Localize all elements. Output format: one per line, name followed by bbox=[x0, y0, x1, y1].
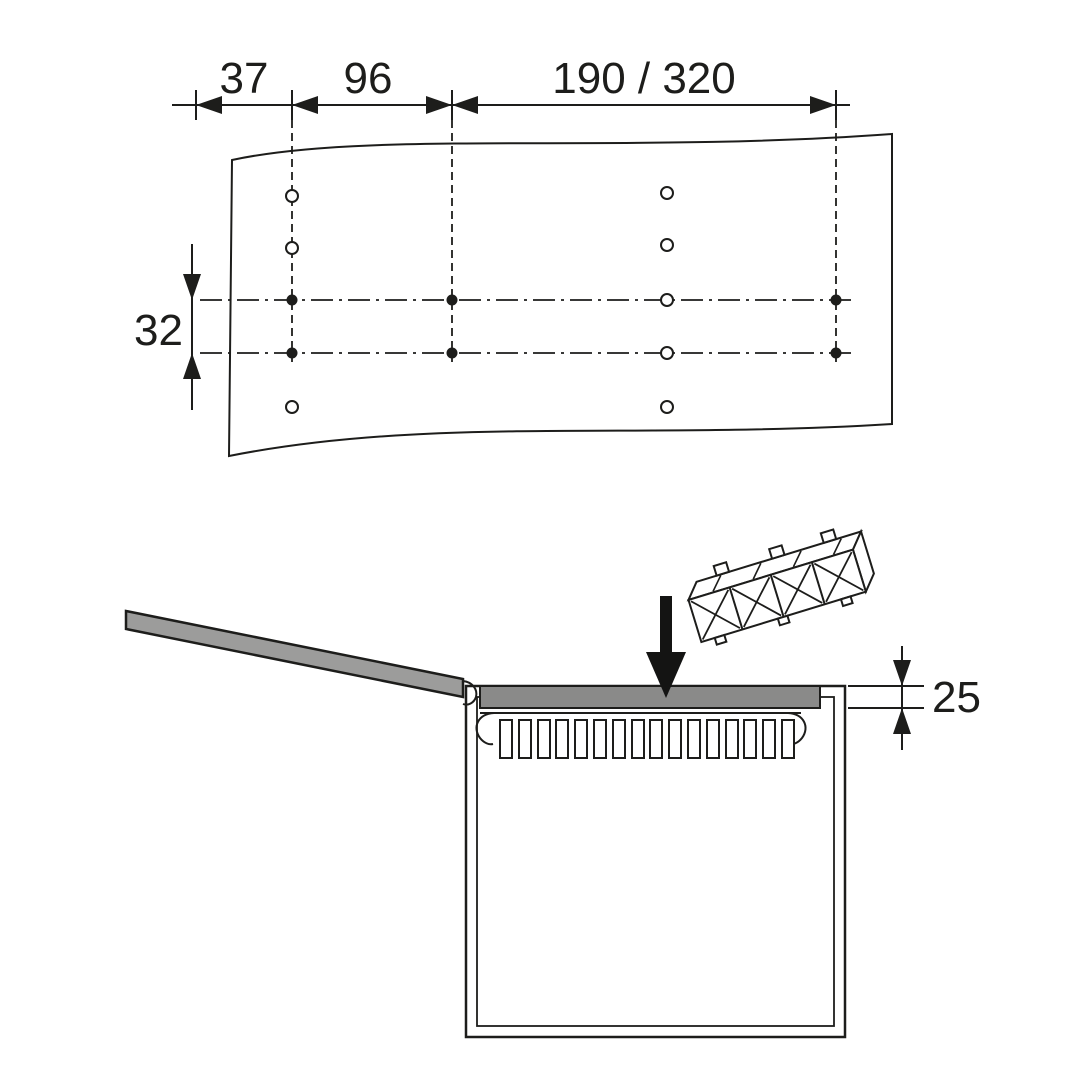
grid-end-hook-left bbox=[475, 712, 495, 746]
hole-marked bbox=[286, 294, 298, 306]
grid-tooth bbox=[725, 719, 739, 759]
grid-tooth bbox=[706, 719, 720, 759]
hole-open bbox=[660, 238, 674, 252]
grid-tooth bbox=[649, 719, 663, 759]
hole-marked bbox=[830, 294, 842, 306]
grid-tooth bbox=[762, 719, 776, 759]
grid-tooth bbox=[612, 719, 626, 759]
dim-label-edge-offset: 37 bbox=[220, 54, 269, 103]
panel-outline bbox=[227, 132, 893, 458]
drilling-pattern-view: 37 96 190 / 320 bbox=[134, 54, 893, 458]
hole-open bbox=[285, 189, 299, 203]
dimension-arrow bbox=[893, 708, 911, 734]
grid-tooth bbox=[743, 719, 757, 759]
grid-tooth bbox=[574, 719, 588, 759]
grid-tooth bbox=[518, 719, 532, 759]
grid-tooth bbox=[593, 719, 607, 759]
dimension-arrow bbox=[452, 96, 478, 114]
hole-open bbox=[660, 186, 674, 200]
dimension-arrow bbox=[426, 96, 452, 114]
rail-foot bbox=[713, 633, 728, 646]
grid-tooth bbox=[499, 719, 513, 759]
hole-marked bbox=[830, 347, 842, 359]
grid-tooth bbox=[537, 719, 551, 759]
hole-open bbox=[285, 400, 299, 414]
worktop-panel bbox=[124, 609, 465, 699]
dim-label-row-spacing: 32 bbox=[134, 306, 183, 355]
dimension-arrow bbox=[292, 96, 318, 114]
rail-divider bbox=[769, 574, 785, 618]
dimension-arrow bbox=[893, 660, 911, 686]
rail-divider bbox=[810, 561, 826, 605]
insertion-arrow bbox=[646, 596, 686, 698]
vertical-dimension-25: 25 bbox=[848, 646, 981, 750]
dim-label-frame-thickness: 25 bbox=[932, 673, 981, 722]
installation-section-view: 25 bbox=[124, 528, 981, 1039]
rail-divider bbox=[728, 587, 744, 630]
rail-foot bbox=[839, 595, 854, 608]
rail-clip bbox=[819, 528, 838, 545]
insertion-arrow-shaft bbox=[660, 596, 672, 654]
dim-label-column-spacing: 96 bbox=[344, 54, 393, 103]
dimension-arrow bbox=[183, 353, 201, 379]
hole-open bbox=[660, 293, 674, 307]
rail-lattice bbox=[690, 551, 864, 640]
grid-tooth bbox=[555, 719, 569, 759]
grid-tooth bbox=[631, 719, 645, 759]
hole-open bbox=[285, 241, 299, 255]
rail-top-hatch bbox=[712, 538, 842, 592]
worktop-edge-hook bbox=[462, 680, 478, 706]
dimension-arrow bbox=[183, 274, 201, 300]
dim-label-mounting-length: 190 / 320 bbox=[552, 54, 736, 103]
holes-open bbox=[285, 186, 674, 414]
grid-teeth bbox=[499, 719, 795, 759]
hole-marked bbox=[286, 347, 298, 359]
dimension-arrow bbox=[196, 96, 222, 114]
dimension-arrow bbox=[810, 96, 836, 114]
vertical-dimension-32: 32 bbox=[134, 244, 201, 410]
grid-tooth bbox=[781, 719, 795, 759]
rail-clip bbox=[767, 544, 786, 560]
holes-marked bbox=[286, 294, 842, 359]
insertion-arrow-head bbox=[646, 652, 686, 698]
hole-marked bbox=[446, 294, 458, 306]
grid-tooth bbox=[668, 719, 682, 759]
hole-open bbox=[660, 400, 674, 414]
mounting-rail-isometric bbox=[686, 528, 875, 646]
grid-tooth bbox=[687, 719, 701, 759]
horizontal-dimension-chain: 37 96 190 / 320 bbox=[172, 54, 850, 120]
rail-foot bbox=[776, 614, 791, 627]
rail-clip bbox=[712, 561, 731, 577]
mounting-frame-bar bbox=[479, 685, 821, 709]
hole-marked bbox=[446, 347, 458, 359]
hole-open bbox=[660, 346, 674, 360]
